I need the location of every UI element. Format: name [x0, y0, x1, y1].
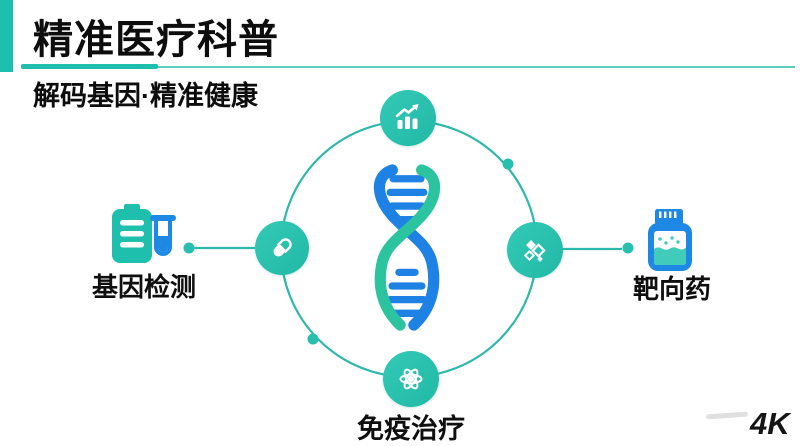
watermark-4k: 4K [750, 406, 790, 441]
node-trend [380, 90, 436, 146]
accent-bar [0, 0, 13, 72]
molecule-diamonds-icon [523, 240, 546, 262]
page-title: 精准医疗科普 [33, 18, 279, 62]
dna-strand-blue [373, 164, 440, 331]
connector-dot-right [622, 242, 634, 254]
ring-dot-lower-left [307, 333, 319, 345]
label-gene-testing: 基因检测 [91, 272, 196, 302]
node-gene-testing [255, 221, 309, 275]
title-underline-thick [21, 64, 158, 69]
gene-test-icons [112, 204, 176, 263]
title-underline-thin [21, 66, 795, 68]
label-targeted-drug: 靶向药 [632, 274, 711, 304]
atom-icon [399, 368, 423, 390]
ring-dot-upper-right [502, 158, 514, 170]
test-tube-icon [150, 215, 176, 256]
page-subtitle: 解码基因·精准健康 [33, 81, 258, 111]
trend-chart-icon [395, 104, 419, 129]
clipboard-icon [112, 204, 152, 263]
medicine-bottle-icon [648, 209, 692, 271]
node-targeted-drug [507, 222, 563, 278]
dna-icon [373, 164, 441, 331]
dna-strand-teal [374, 164, 441, 331]
label-immunotherapy: 免疫治疗 [357, 414, 465, 444]
node-immunotherapy [383, 351, 439, 407]
capsule-icon [273, 238, 292, 257]
connector-dot-left [183, 242, 195, 254]
